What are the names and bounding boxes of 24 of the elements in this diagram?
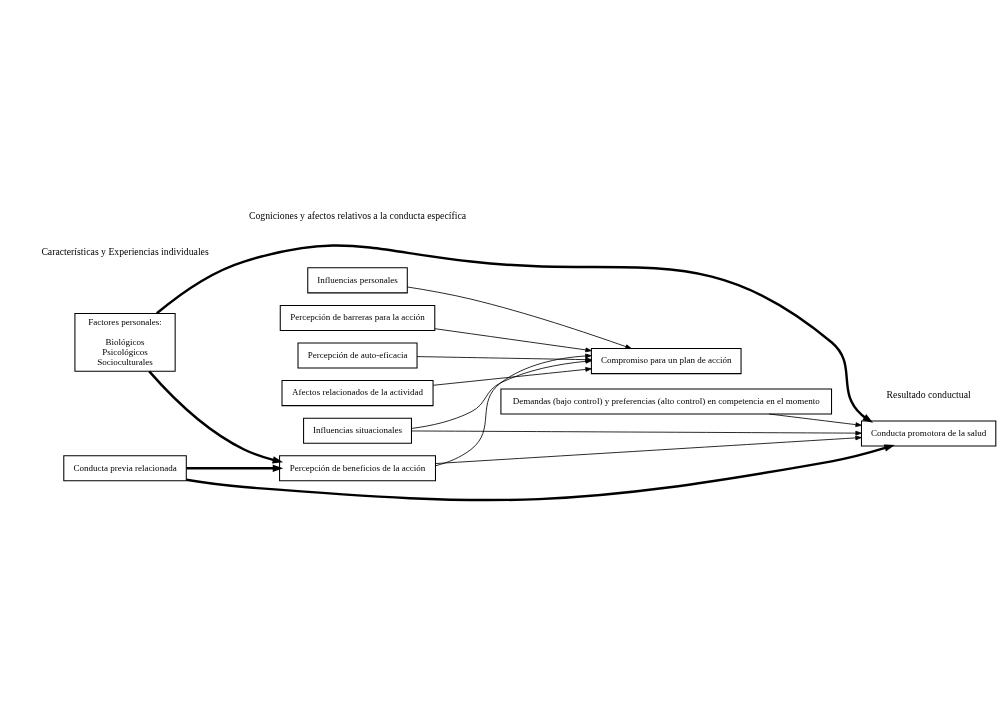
arrow [410,430,862,436]
label: Características y Experiencias individuales [40,246,209,258]
node-box: Percepción de barreras para la acción [279,304,435,331]
node-box: Afectos relacionados de la actividad [281,380,434,407]
node-box: Influencias situacionales [302,417,412,444]
arrow [406,286,632,349]
arrow [147,370,283,464]
arrow [432,367,592,386]
node-box: Conducta promotora de la salud [860,420,996,447]
arrow [434,328,592,353]
label: Resultado conductual [886,389,971,401]
arrow [768,413,862,427]
node-box: Percepción de auto-eficacia [297,342,418,369]
arrow [185,444,895,502]
node-box: Conducta previa relacionada [62,455,187,482]
label: Cogniciones y afectos relativos a la conducta específica [248,209,466,221]
node-box: Compromiso para un plan de acción [590,348,742,375]
node-box: Factores personales: Biológicos Psicológicos Socioculturales [73,312,176,372]
arrow [185,464,283,472]
node-box: Influencias personales [306,267,408,294]
arrow [155,244,873,423]
node-box: Percepción de beneficios de la acción [278,455,436,482]
node-box: Demandas (bajo control) y preferencias (alto control) en competencia en el momento [499,388,832,415]
arrow [434,435,862,464]
